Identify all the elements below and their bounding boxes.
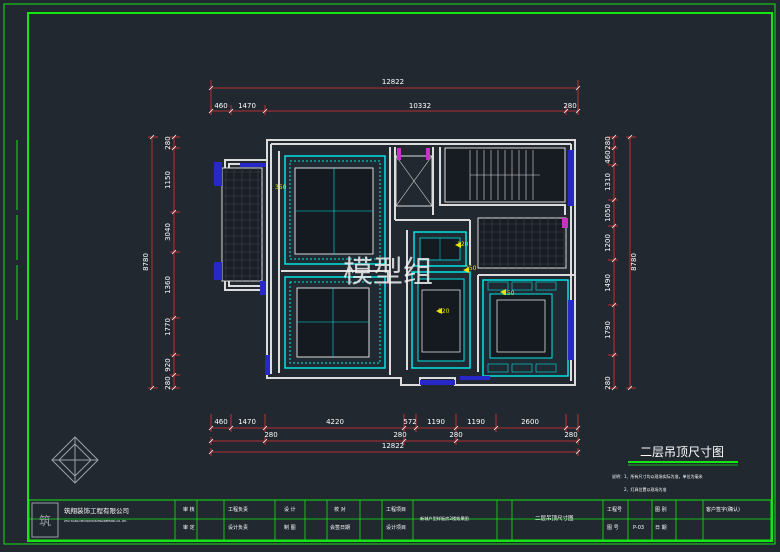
floor-plan: 350 120 250 250 120 模型组 [214,139,576,386]
room-label-2: 120 [457,241,469,248]
tb-cell-client: 客户签字(确认) [706,506,740,513]
tb-cell-drafting: 制 图 [284,524,296,531]
watermark: 模型组 [343,255,433,290]
drawing-title: 二层吊顶尺寸图 [640,445,724,459]
dim-bot-seg-6: 1190 [467,418,485,426]
ceiling-room-3 [482,279,569,377]
inner-border [27,12,773,542]
ceiling-bath-1 [413,231,467,267]
dim-bot-sub-1: 280 [264,431,277,439]
dim-right-seg-4: 1050 [604,204,612,222]
dim-top-seg-4: 280 [563,102,576,110]
tb-cell-drawing-no-value: P-03 [633,525,644,531]
dim-right-overall: 8780 [630,253,638,271]
dim-bot-seg-4: 572 [403,418,416,426]
tb-cell-check: 校 对 [334,506,346,513]
dim-bot-seg-1: 460 [214,418,227,426]
window-bottom-mid [420,380,455,385]
ceiling-room-2 [284,276,386,369]
dim-left-overall: 8780 [142,253,150,271]
dim-left-seg-4: 1360 [164,276,172,294]
dim-left-seg-1: 280 [164,136,172,149]
company-name-en: ZHU XIANG DECORATION ENGINEERING CO.,LTD [64,519,126,523]
tb-cell-design: 设 计 [284,506,296,513]
balcony-tiles [222,168,262,281]
tb-cell-date: 日 期 [655,525,667,531]
stair-area [444,147,566,203]
room-label-1: 350 [275,184,287,191]
dim-right-seg-2: 460 [604,150,612,163]
dim-bot-seg-5: 1190 [427,418,445,426]
dim-bot-sub-3: 280 [449,431,462,439]
dim-top-seg-3: 10332 [409,102,431,110]
dim-bot-seg-2: 1470 [238,418,256,426]
dim-left-seg-2: 1150 [164,171,172,189]
company-name: 筑翔装饰工程有限公司 [64,506,129,515]
corridor [395,148,433,207]
note-2: 2、灯具位置以现场为准 [624,486,667,492]
dim-bot-seg-3: 4220 [326,418,344,426]
tb-cell-design-lead: 设计负责 [228,524,248,531]
dim-right-seg-7: 1790 [604,321,612,339]
outer-border [3,3,776,545]
dim-left-seg-3: 3040 [164,223,172,241]
dimension-labels: 12822 460 1470 10332 280 460 1470 4220 5… [142,78,638,450]
dim-right-seg-6: 1490 [604,274,612,292]
tb-cell-drawing-no: 图 号 [607,525,619,531]
dim-right-seg-3: 1310 [604,173,612,191]
dim-bot-sub-4: 280 [564,431,577,439]
dim-right-seg-8: 280 [604,376,612,389]
dim-right-seg-1: 280 [604,136,612,149]
outer-walls [224,139,576,386]
tb-cell-jobno: 工程号 [607,506,622,513]
window-balcony [240,163,266,167]
room-label-3: 250 [465,265,477,272]
room-right-upper [477,217,568,269]
window-left-bottom [214,262,222,280]
tb-cell-design-project: 设计项目 [386,524,406,531]
dim-left-seg-6: 920 [164,358,172,371]
tb-cell-project: 工程项目 [386,506,406,513]
dim-bot-sub-2: 280 [393,431,406,439]
window-bottom-right [460,376,490,380]
dim-left-seg-5: 1770 [164,318,172,336]
dim-right-seg-5: 1200 [604,234,612,252]
title-block: 筑 [28,499,772,541]
room-label-4: 250 [503,290,515,297]
tb-sheet-title: 二层吊顶尺寸图 [535,514,574,522]
dim-left-seg-7: 280 [164,376,172,389]
tb-cell-review: 审 核 [183,506,195,513]
room-label-5: 120 [438,308,450,315]
dim-bot-seg-7: 2600 [521,418,539,426]
dim-top-overall: 12822 [382,78,404,86]
company-emblem [51,436,99,484]
window-left-lower [265,355,270,375]
dimension-lines [148,80,636,456]
tb-cell-approve: 审 定 [183,524,195,531]
tb-cell-sign-date: 会签日期 [330,524,350,531]
level-markers [436,242,506,314]
ceiling-room-1 [284,155,386,265]
tb-cell-category: 图 别 [655,506,667,513]
tb-cell-engineer: 工程负责 [228,506,248,513]
company-logo-glyph: 筑 [39,513,51,528]
window-right-top [568,150,574,206]
window-balcony-b [260,281,266,295]
title-block-cells: 审 核 工程负责 设 计 校 对 工程项目 新城户型样板房2楼效果图 二层吊顶尺… [183,506,740,531]
window-left-top [214,162,222,186]
note-1: 说明：1、所有尺寸均以现场实际为准，单位为毫米 [612,473,703,479]
company-logo [31,502,59,538]
dim-bot-overall: 12822 [382,442,404,450]
window-right-bottom [568,300,574,360]
tb-project-name: 新城户型样板房2楼效果图 [420,515,469,522]
dim-top-seg-2: 1470 [238,102,256,110]
ceiling-bath-2 [411,271,471,369]
dim-top-seg-1: 460 [214,102,227,110]
